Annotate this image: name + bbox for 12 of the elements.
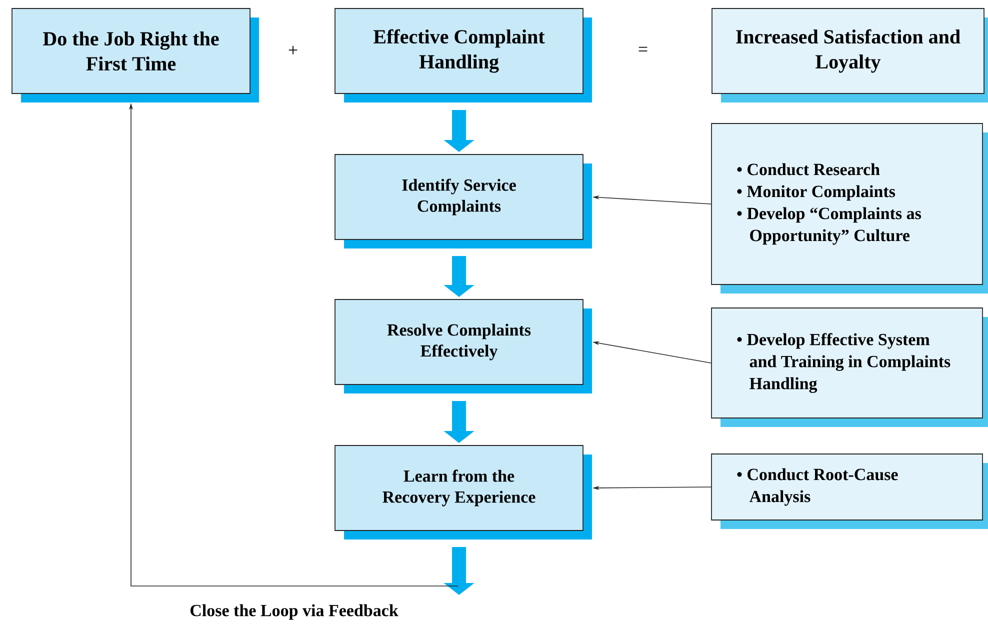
edge-label: Close the Loop via Feedback (188, 603, 400, 621)
process-box: Increased Satisfaction and Loyalty (712, 8, 988, 102)
operator-sign: = (638, 46, 648, 52)
bullet-list-box: • Conduct Root-Cause Analysis (711, 454, 988, 529)
bullet-list-box: • Develop Effective System and Training in Complaints Handling (711, 308, 988, 427)
process-box: Do the Job Right the First Time (12, 8, 259, 102)
bullet-list-box: • Conduct Research • Monitor Complaints • Develop “Complaints as Opportunity” Culture (711, 123, 988, 294)
process-box: Resolve Complaints Effectively (334, 299, 592, 394)
operator-sign: + (288, 46, 298, 54)
process-box: Identify Service Complaints (334, 154, 592, 248)
process-box: Learn from the Recovery Experience (334, 445, 592, 540)
process-box: Effective Complaint Handling (334, 8, 592, 102)
